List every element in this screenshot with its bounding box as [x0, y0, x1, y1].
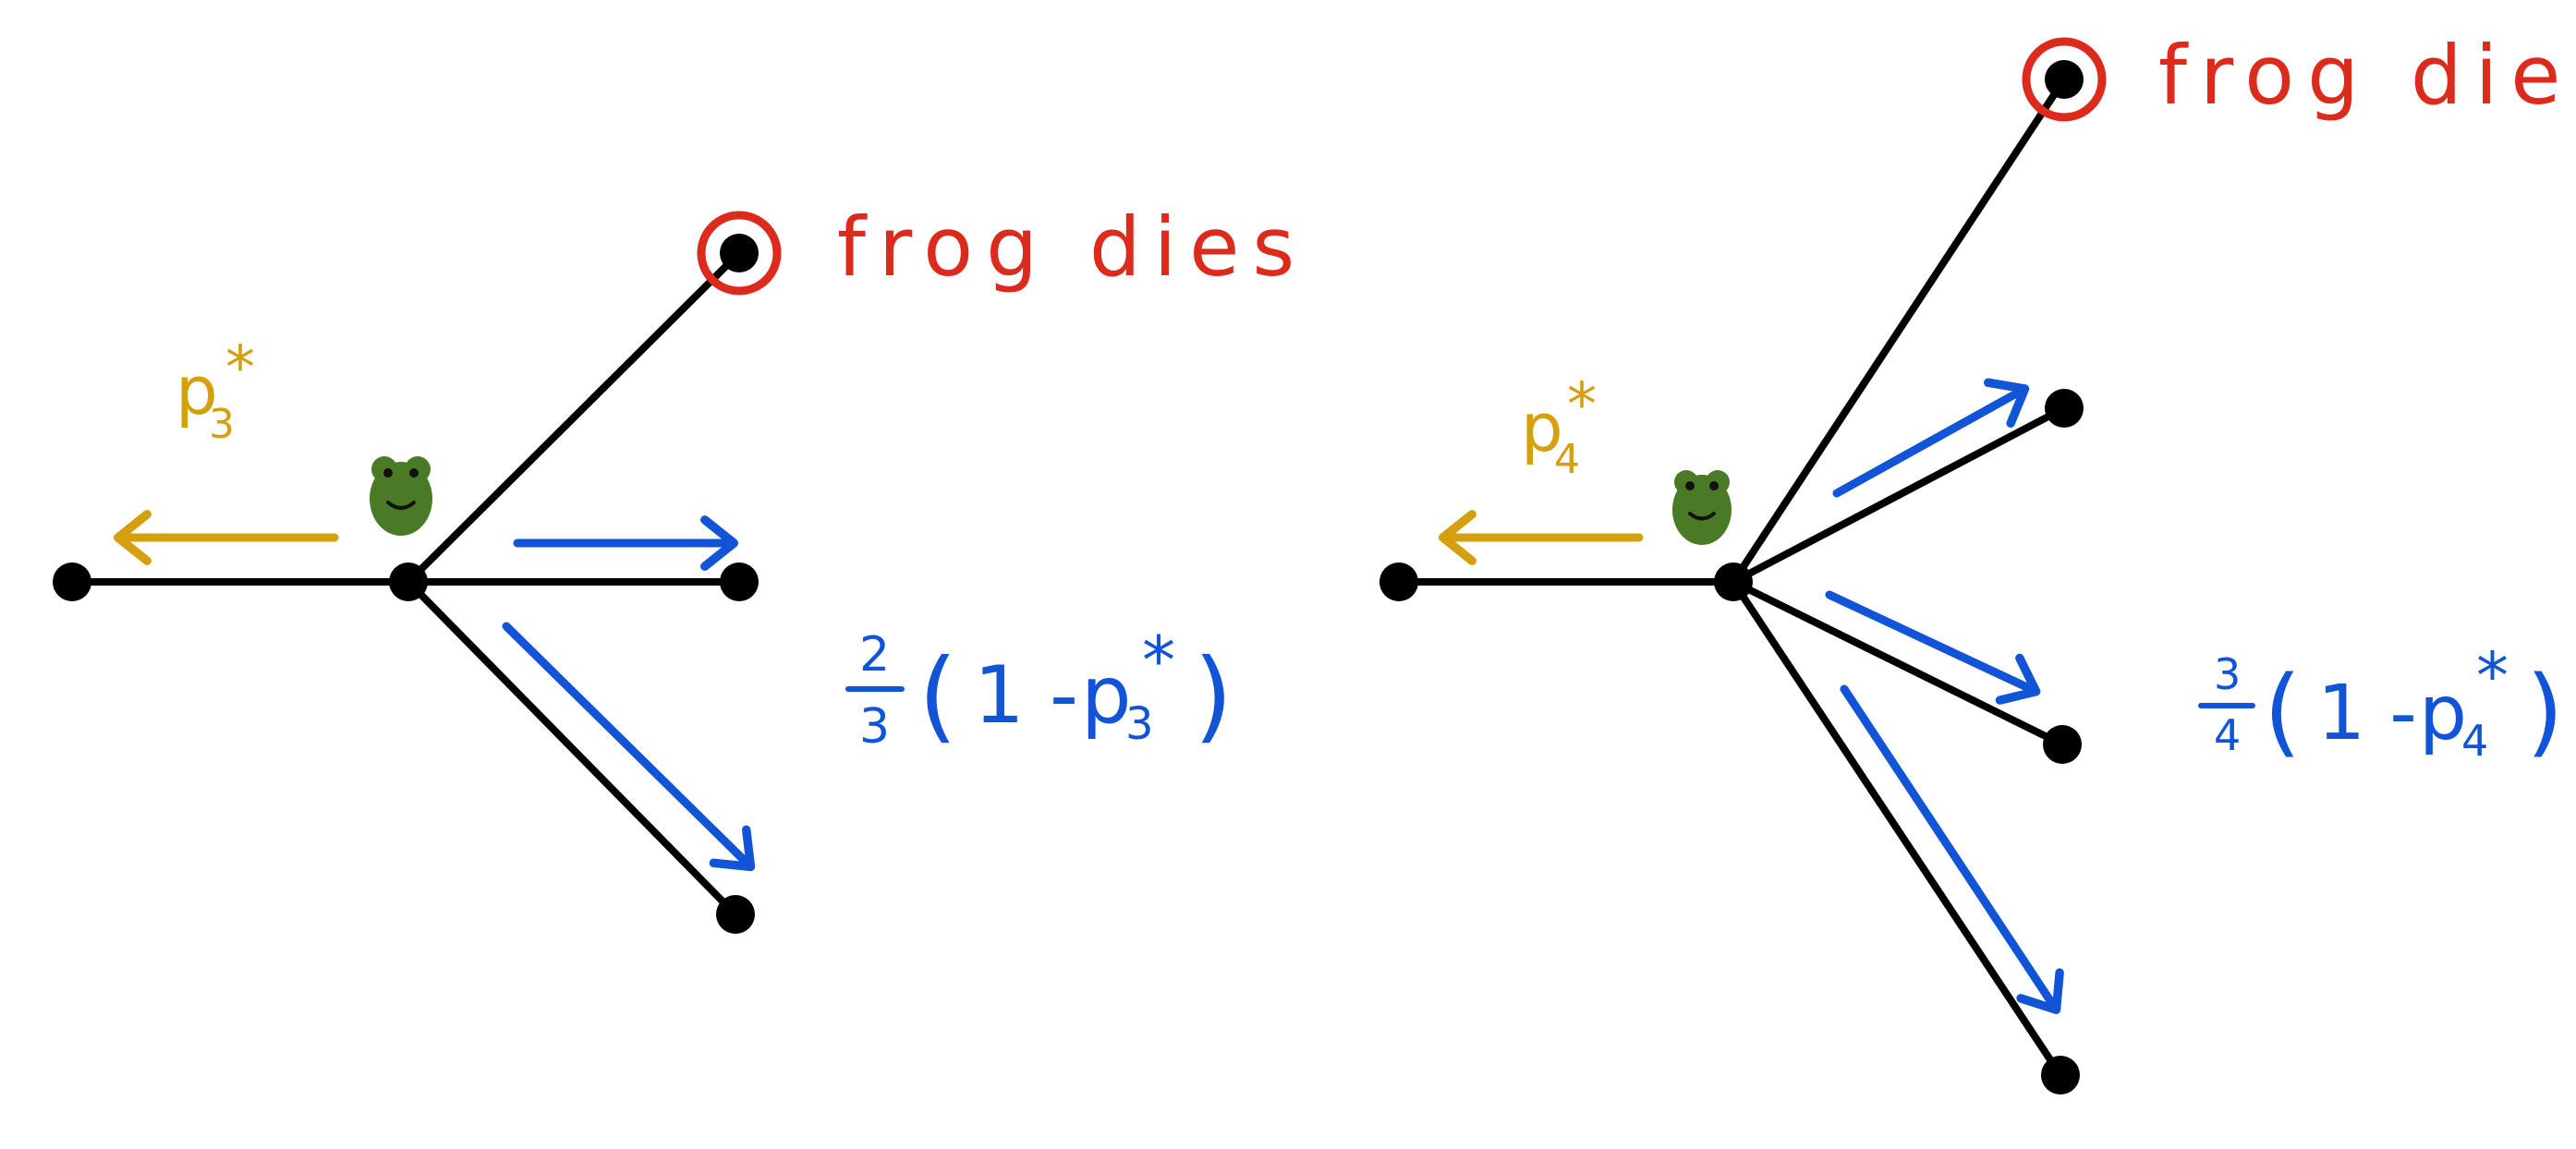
fraction-numerator: 2 — [859, 627, 890, 683]
one-minus: 1 - — [2317, 670, 2417, 757]
node-center — [1714, 562, 1753, 601]
death-ring — [697, 211, 782, 296]
death-label: frog dies — [2158, 28, 2576, 123]
p-sub: 4 — [2461, 716, 2488, 766]
p-sub: 3 — [1125, 698, 1154, 750]
node-lower-right — [2043, 725, 2082, 764]
back-prob-sup: * — [1567, 371, 1597, 440]
node-death — [2045, 60, 2084, 99]
forward-probability: 2 3 ( 1 - p 3 * ) — [845, 622, 1233, 755]
back-probability: p 3 * — [176, 334, 255, 448]
edge-upper-right — [1730, 405, 2068, 586]
edge-up — [1730, 76, 2068, 586]
p-base: p — [2419, 670, 2467, 757]
back-probability: p 4 * — [1521, 371, 1597, 483]
node-back — [1379, 562, 1418, 601]
forward-arrow-down — [1840, 684, 2064, 1014]
p-base: p — [1081, 649, 1132, 742]
back-prob-sub: 3 — [209, 401, 235, 448]
close-paren: ) — [1194, 638, 1233, 754]
death-ring — [2022, 37, 2107, 122]
node-death — [720, 234, 759, 272]
right-diagram: frog dies p 4 * 3 4 ( 1 - p 4 * ) — [1379, 28, 2576, 1095]
p-sup: * — [1142, 622, 1175, 699]
frog-icon — [1672, 470, 1732, 545]
p-sup: * — [2476, 638, 2509, 714]
forward-arrow-upper — [1832, 378, 2030, 498]
edge-down — [1730, 578, 2064, 1079]
forward-arrow-down — [502, 622, 756, 872]
open-paren: ( — [2264, 655, 2302, 768]
open-paren: ( — [918, 638, 957, 754]
node-center — [389, 562, 428, 601]
node-down — [716, 895, 755, 934]
back-prob-sub: 4 — [1554, 436, 1580, 483]
back-prob-base: p — [1521, 389, 1563, 466]
forward-probability: 3 4 ( 1 - p 4 * ) — [2198, 638, 2564, 768]
edge-up — [405, 249, 743, 586]
node-right — [720, 562, 759, 601]
back-prob-base: p — [176, 352, 218, 429]
forward-arrow-lower — [1825, 590, 2041, 705]
frog-icon — [370, 456, 432, 536]
edge-lower-right — [1730, 578, 2066, 748]
fraction-numerator: 3 — [2214, 649, 2241, 699]
left-diagram: frog dies p 3 * 2 3 ( 1 - p 3 * ) — [53, 200, 1307, 934]
node-back — [53, 562, 91, 601]
node-down — [2041, 1056, 2080, 1095]
edge-down — [405, 578, 739, 918]
node-upper-right — [2045, 389, 2084, 428]
one-minus: 1 - — [974, 649, 1078, 742]
back-prob-sup: * — [225, 334, 255, 403]
death-label: frog dies — [837, 200, 1307, 295]
fraction-denominator: 3 — [859, 699, 890, 755]
close-paren: ) — [2526, 655, 2564, 768]
fraction-denominator: 4 — [2214, 710, 2241, 760]
